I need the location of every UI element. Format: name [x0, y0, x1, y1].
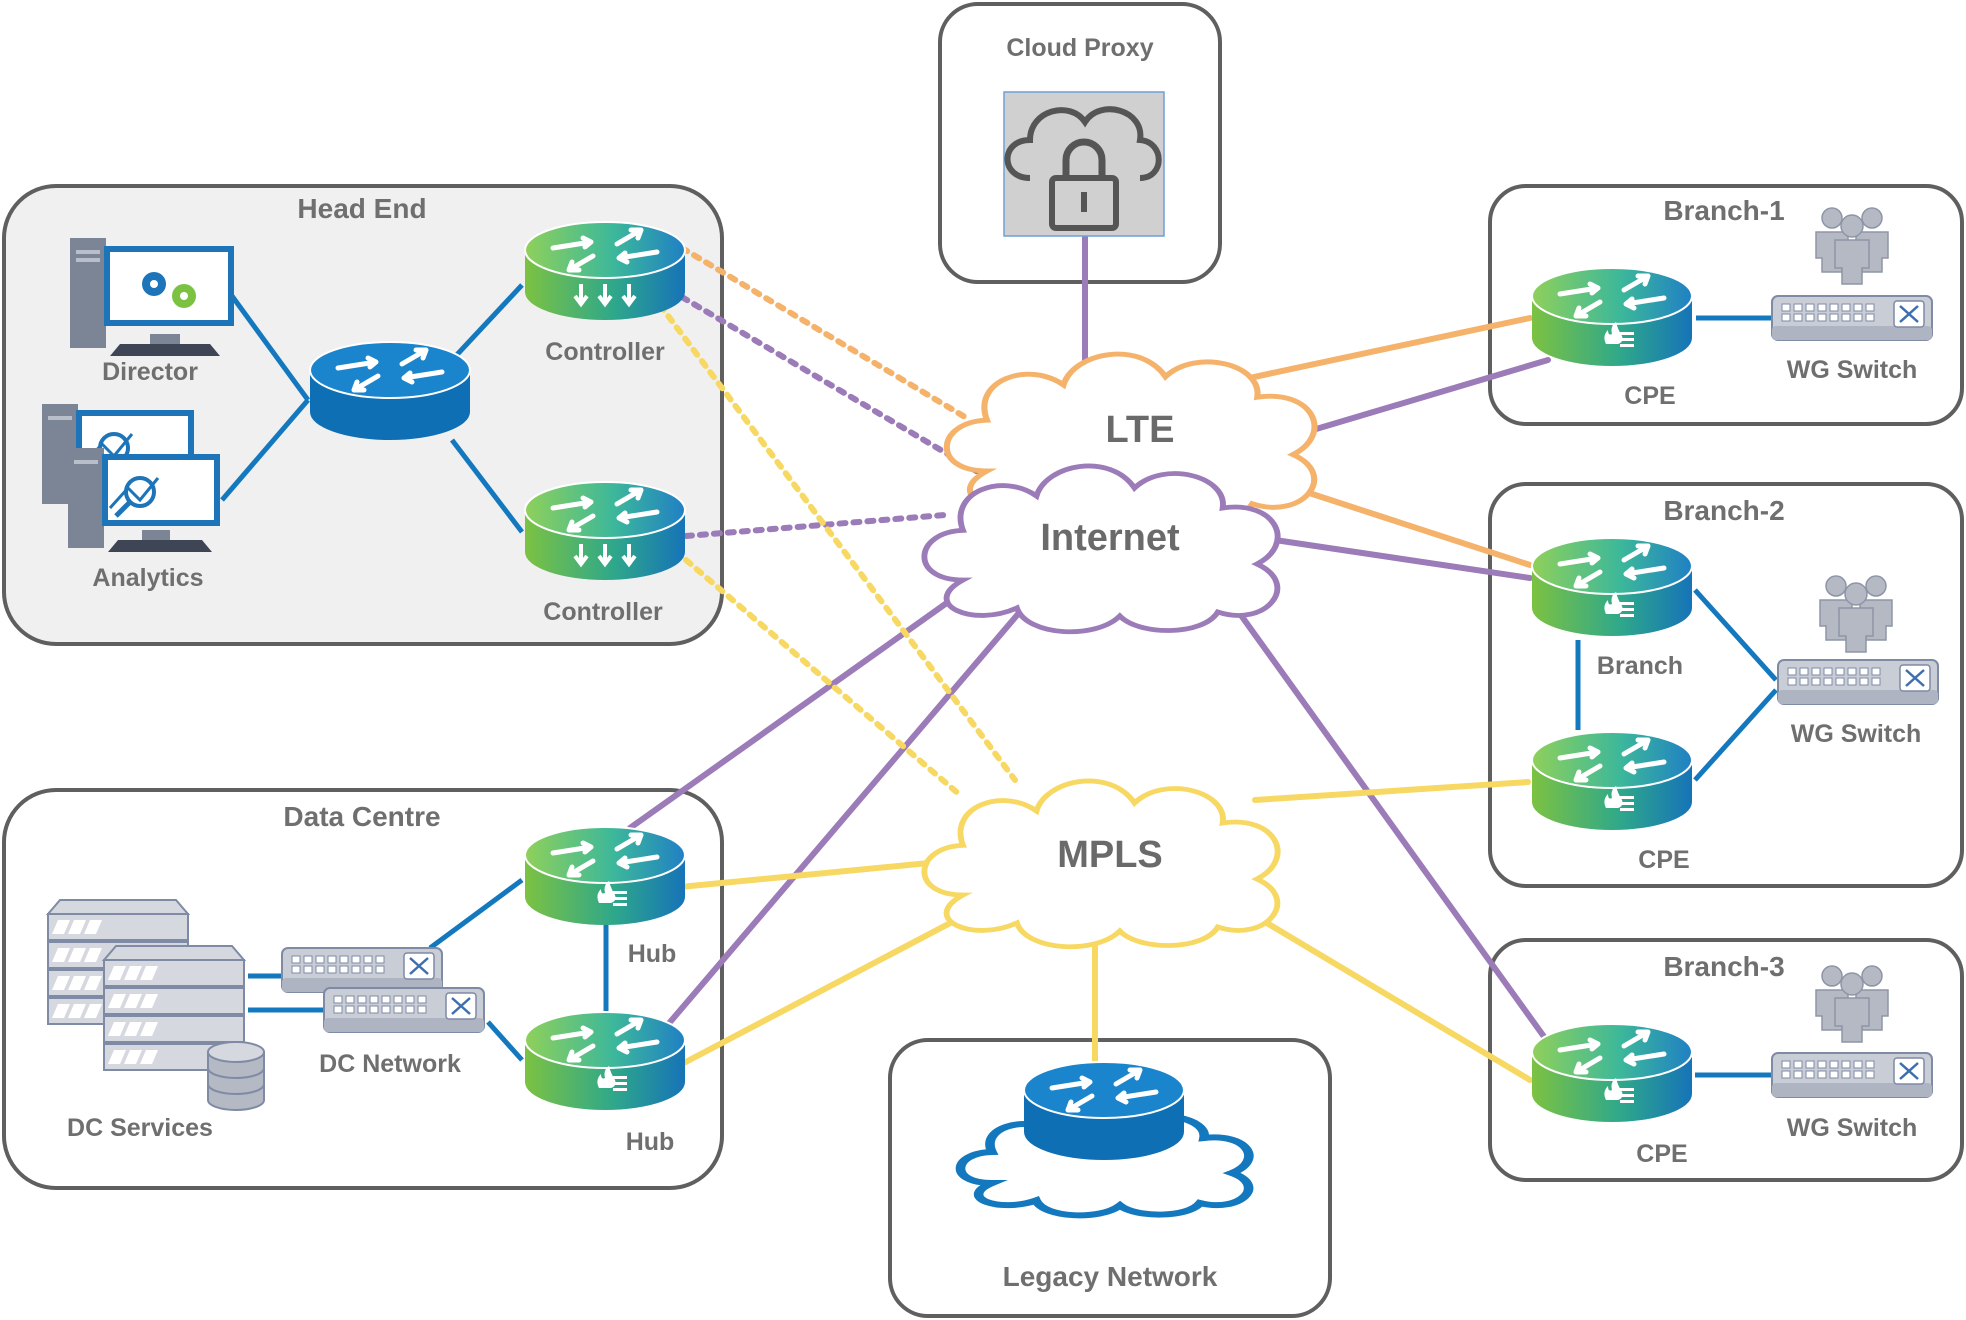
dc-switch-2-icon [322, 986, 486, 1034]
branch-3-switch-icon [1770, 1051, 1934, 1099]
cloud-lock-icon [1003, 91, 1165, 237]
head-end-router-icon [310, 342, 470, 440]
dc-switch-1-icon [280, 946, 444, 994]
branch-2-switch-icon [1776, 658, 1940, 706]
branch-1-switch-icon [1770, 294, 1934, 342]
internet-label: Internet [1040, 517, 1180, 559]
hub-1-label: Hub [628, 940, 677, 968]
branch-1-users-icon [1815, 207, 1889, 285]
branch-3-cpe-label: CPE [1636, 1140, 1687, 1168]
lte-label: LTE [1106, 409, 1175, 451]
branch-2-switch-label: WG Switch [1791, 720, 1922, 748]
controller-2-icon [525, 482, 685, 580]
branch-2-branch-label: Branch [1597, 652, 1683, 680]
hub-1-icon [525, 827, 685, 925]
data-centre-title: Data Centre [283, 801, 440, 832]
analytics-label: Analytics [92, 564, 203, 592]
branch-2-title: Branch-2 [1663, 495, 1784, 526]
branch-1-cpe-label: CPE [1624, 382, 1675, 410]
legacy-router-icon [1024, 1062, 1184, 1160]
controller-1-icon [525, 222, 685, 320]
branch-3-cpe-icon [1532, 1024, 1692, 1122]
controller-2-label: Controller [543, 598, 663, 626]
dc-services-label: DC Services [67, 1114, 213, 1142]
branch-2-cpe-label: CPE [1638, 846, 1689, 874]
mpls-label: MPLS [1057, 834, 1163, 876]
branch-1-title: Branch-1 [1663, 195, 1784, 226]
head-end-title: Head End [297, 193, 426, 224]
branch-3-title: Branch-3 [1663, 951, 1784, 982]
controller-1-label: Controller [545, 338, 665, 366]
director-label: Director [102, 358, 198, 386]
branch-3-users-icon [1815, 965, 1889, 1043]
legacy-network-title: Legacy Network [1003, 1261, 1218, 1292]
branch-1-cpe-icon [1532, 268, 1692, 366]
dc-network-label: DC Network [319, 1050, 461, 1078]
hub-2-icon [525, 1012, 685, 1110]
branch-2-cpe-icon [1532, 732, 1692, 830]
branch-1-switch-label: WG Switch [1787, 356, 1918, 384]
branch-2-users-icon [1819, 575, 1893, 653]
branch-2-branch-icon [1532, 538, 1692, 636]
cloud-proxy-title: Cloud Proxy [1006, 34, 1153, 62]
branch-3-switch-label: WG Switch [1787, 1114, 1918, 1142]
hub-2-label: Hub [626, 1128, 675, 1156]
database-icon [207, 1041, 265, 1111]
